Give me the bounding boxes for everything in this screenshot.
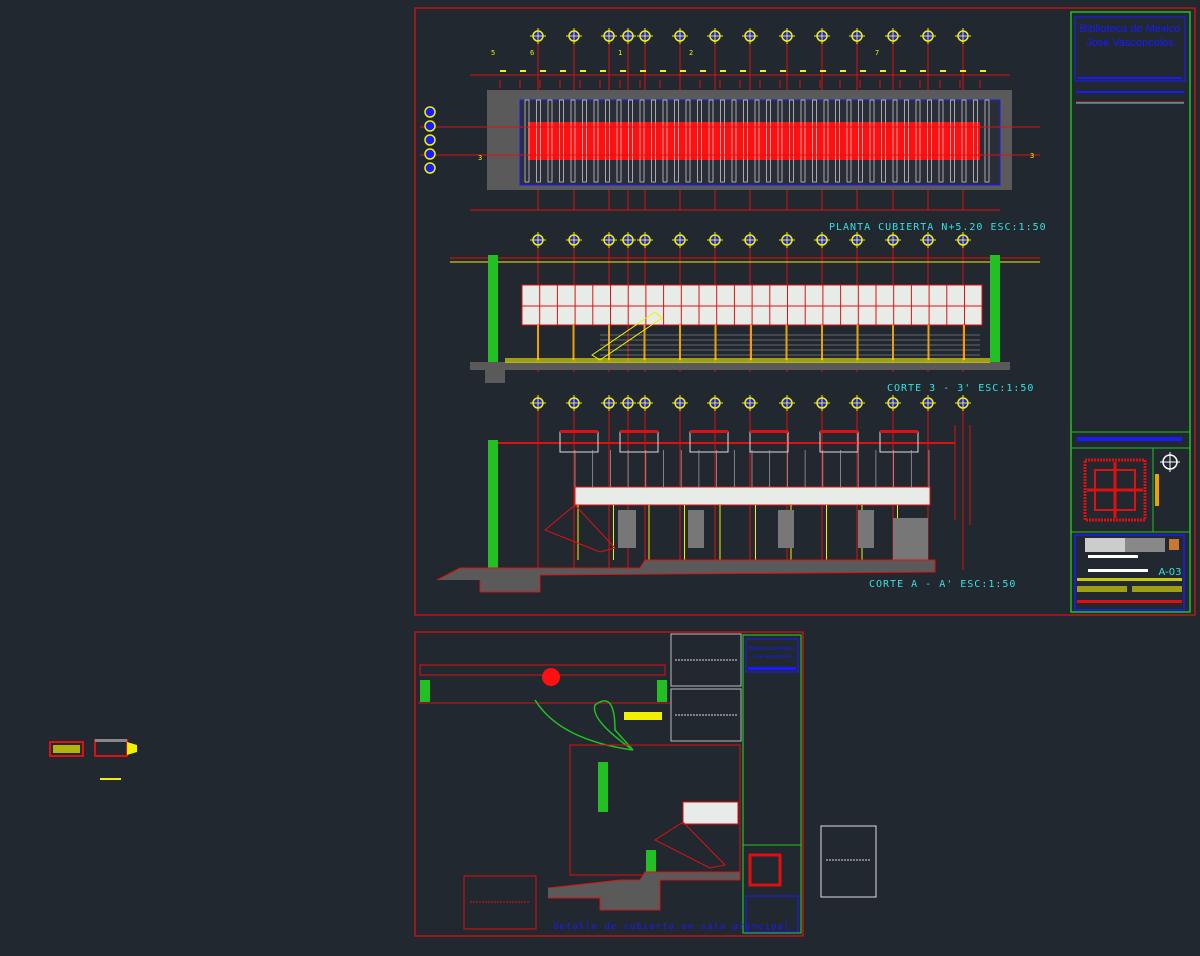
roof-slat [881, 99, 886, 183]
grid-bubble-icon [424, 120, 436, 132]
roof-slat [984, 99, 990, 183]
roof-slat [674, 99, 679, 183]
roof-slat [720, 99, 725, 183]
section-markers: 5 6 1 2 7 3 3 [478, 49, 1034, 162]
roof-slat [582, 99, 587, 183]
roof-slat [616, 99, 622, 183]
detail-project-title-line1: Biblioteca de México [749, 646, 795, 652]
roof-slat [593, 99, 599, 183]
roof-slat [927, 99, 932, 183]
key-plan [1083, 458, 1147, 522]
roof-slat [731, 99, 737, 183]
roof-slat [605, 99, 610, 183]
detail-project-title-line2: José Vasconcelos [752, 654, 792, 660]
roof-slat [961, 99, 967, 183]
section-3-3-drawing: CORTE 3 - 3' ESC:1:50 [450, 232, 1040, 394]
roof-slat [789, 99, 794, 183]
project-title-line2: José Vasconcelos [1086, 37, 1174, 49]
section-marker-6: 6 [530, 49, 534, 57]
main-sheet[interactable]: Biblioteca de México José Vasconcelos [414, 7, 1196, 616]
roof-slat [697, 99, 702, 183]
roof-slat [950, 99, 955, 183]
roof-slat [628, 99, 633, 183]
grid-bubble-icon [424, 134, 436, 146]
section-marker-5: 5 [491, 49, 495, 57]
roof-slat [547, 99, 553, 183]
roof-slat [777, 99, 783, 183]
roof-slat [915, 99, 921, 183]
sheet-frame [414, 7, 1196, 616]
roof-slat [639, 99, 645, 183]
north-arrow-icon [1160, 452, 1180, 472]
grid-bubble-icon [424, 162, 436, 174]
detail-sheet-frame [414, 631, 804, 937]
roof-slat [904, 99, 909, 183]
section-marker-1: 1 [618, 49, 622, 57]
grid-bubble-icon [424, 148, 436, 160]
roof-slat [662, 99, 668, 183]
roof-plan-label: PLANTA CUBIERTA N+5.20 ESC:1:50 [829, 222, 1047, 233]
detail-title: detalle de cubierta en sala principal [553, 922, 790, 932]
project-title-line1: Biblioteca de México [1080, 23, 1181, 35]
section-marker-7: 7 [875, 49, 879, 57]
roof-slat [651, 99, 656, 183]
roof-slat [524, 99, 530, 183]
roof-slat [869, 99, 875, 183]
roof-slat [754, 99, 760, 183]
roof-plan-drawing: PLANTA CUBIERTA N+5.20 ESC:1:50 [420, 28, 1047, 233]
roof-slat [570, 99, 576, 183]
roof-slat [835, 99, 840, 183]
roof-slat [858, 99, 863, 183]
loose-note-frame [820, 825, 877, 898]
roof-slat [973, 99, 978, 183]
section-marker-2: 2 [689, 49, 693, 57]
sheet-number: A-03 [1159, 567, 1182, 578]
roof-slat [708, 99, 714, 183]
roof-slat [743, 99, 748, 183]
roof-slat [559, 99, 564, 183]
roof-slat [766, 99, 771, 183]
roof-slat [846, 99, 852, 183]
grid-bubble-icon [424, 106, 436, 118]
section-a-a-drawing: CORTE A - A' ESC:1:50 [436, 395, 1016, 593]
section-a-label: CORTE A - A' ESC:1:50 [869, 579, 1016, 590]
roof-slat [536, 99, 541, 183]
roof-slat [685, 99, 691, 183]
roof-slat [938, 99, 944, 183]
roof-slat [823, 99, 829, 183]
roof-slat [800, 99, 806, 183]
roof-slat [812, 99, 817, 183]
section-marker-3-right: 3 [1030, 152, 1034, 160]
stray-blocks [49, 739, 137, 780]
section-3-label: CORTE 3 - 3' ESC:1:50 [887, 383, 1034, 394]
roof-slat [892, 99, 898, 183]
detail-sheet[interactable]: Biblioteca de México José Vasconcelos de… [414, 631, 804, 937]
section-marker-3-left: 3 [478, 154, 482, 162]
title-block: Biblioteca de México José Vasconcelos [1070, 11, 1191, 613]
